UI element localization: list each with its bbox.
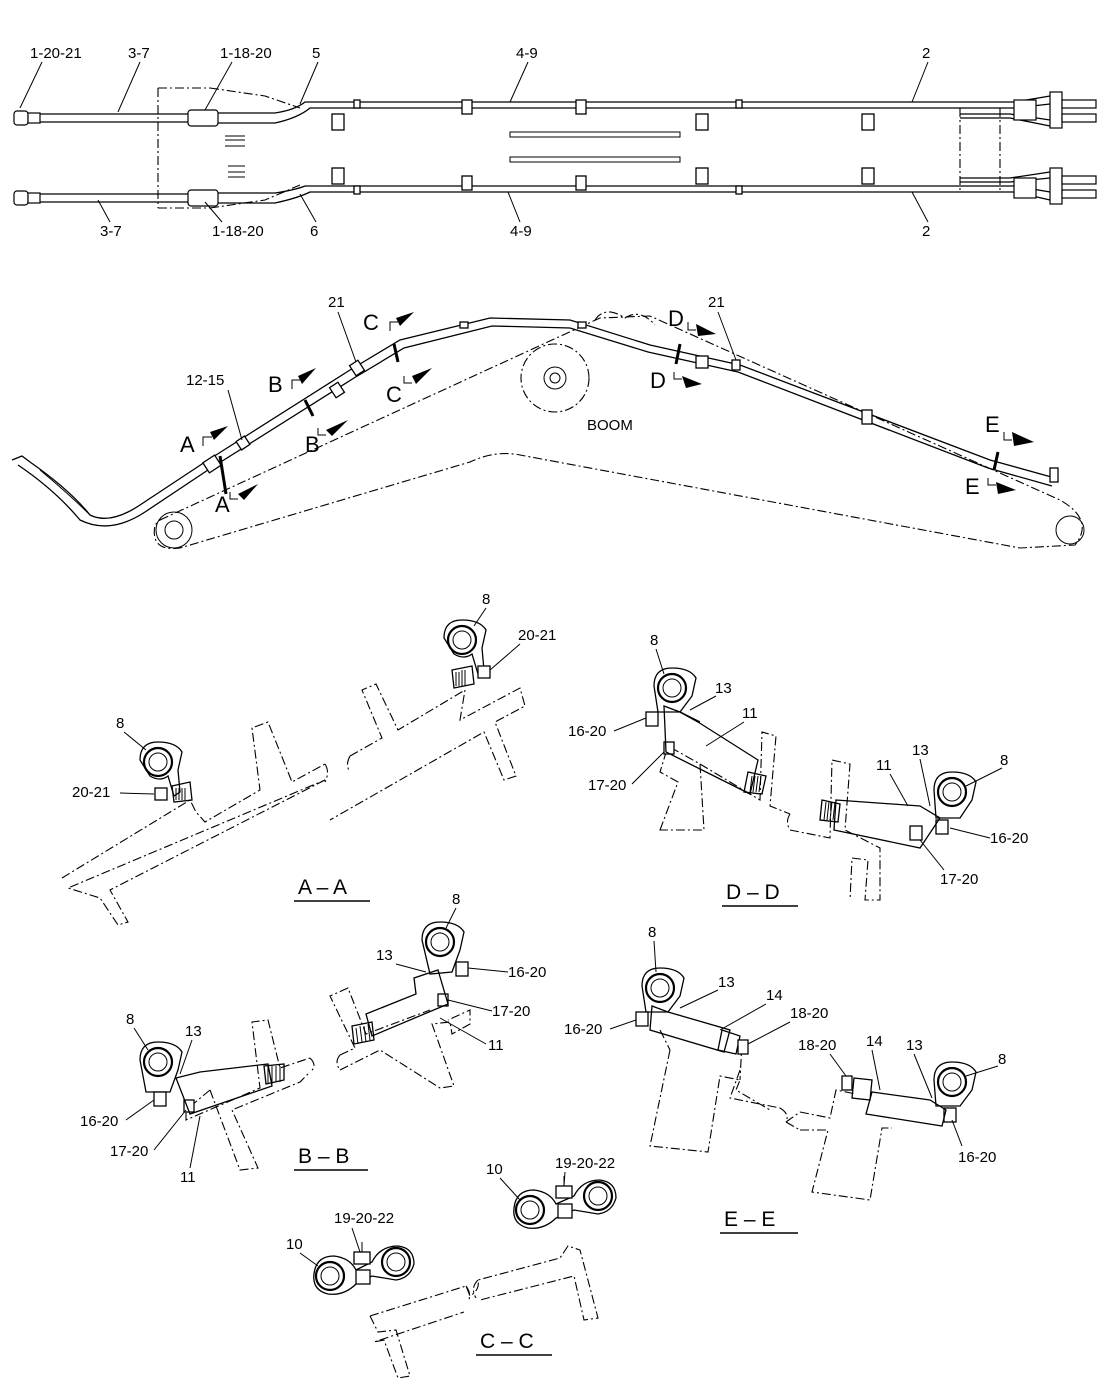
section-marker-d-lower: D: [650, 368, 666, 393]
bb-label-17-20-left: 17-20: [110, 1143, 148, 1160]
cc-label-10-lower: 10: [286, 1236, 303, 1253]
dd-label-13-right: 13: [912, 742, 929, 759]
lower-hose-line: [13, 167, 1097, 207]
bb-label-8-left: 8: [126, 1011, 134, 1028]
bb-label-8-right: 8: [452, 891, 460, 908]
aa-label-20-21-left: 20-21: [72, 784, 110, 801]
dd-label-17-20-left: 17-20: [588, 777, 626, 794]
dd-label-17-20-right: 17-20: [940, 871, 978, 888]
section-marker-b-lower: B: [305, 432, 320, 457]
ee-label-16-20-left: 16-20: [564, 1021, 602, 1038]
ee-label-14-left: 14: [766, 987, 783, 1004]
section-c-c: C – C 10 19-20-22 10 19-20-22: [286, 1155, 617, 1379]
section-c-c-title: C – C: [480, 1330, 534, 1353]
cc-label-10-upper: 10: [486, 1161, 503, 1178]
label-1-18-20-top: 1-18-20: [220, 45, 272, 62]
label-21-left: 21: [328, 294, 345, 311]
ee-label-8-left: 8: [648, 924, 656, 941]
section-marker-a-lower: A: [215, 492, 230, 517]
label-3-7-bottom: 3-7: [100, 223, 122, 240]
section-marker-c-upper: C: [363, 310, 379, 335]
ee-label-18-20-left: 18-20: [790, 1005, 828, 1022]
ee-label-18-20-right: 18-20: [798, 1037, 836, 1054]
label-2-bottom: 2: [922, 223, 930, 240]
section-b-b: B – B 8 13 16-20 17-20 11 8 13 16-20 17-…: [80, 891, 546, 1186]
bb-label-16-20-right: 16-20: [508, 964, 546, 981]
bb-label-13-left: 13: [185, 1023, 202, 1040]
cc-label-19-20-22-upper: 19-20-22: [555, 1155, 615, 1172]
side-view: BOOM A A B B C C: [11, 294, 1085, 550]
bb-label-17-20-right: 17-20: [492, 1003, 530, 1020]
section-e-e: E – E 8 13 14 18-20 16-20 18-20 14 13 8 …: [564, 924, 1006, 1234]
label-4-9-top: 4-9: [516, 45, 538, 62]
ee-label-8-right: 8: [998, 1051, 1006, 1068]
label-21-right: 21: [708, 294, 725, 311]
label-5: 5: [312, 45, 320, 62]
bb-label-11-left: 11: [180, 1169, 196, 1186]
label-6: 6: [310, 223, 318, 240]
aa-label-8-right: 8: [482, 591, 490, 608]
section-e-e-title: E – E: [724, 1208, 775, 1231]
ee-label-13-right: 13: [906, 1037, 923, 1054]
section-marker-a-upper: A: [180, 432, 195, 457]
aa-label-20-21-right: 20-21: [518, 627, 556, 644]
label-1-20-21-top: 1-20-21: [30, 45, 82, 62]
section-marker-c-lower: C: [386, 382, 402, 407]
dd-label-11-left: 11: [742, 705, 758, 722]
label-2-top: 2: [922, 45, 930, 62]
cc-label-19-20-22-lower: 19-20-22: [334, 1210, 394, 1227]
label-3-7-top: 3-7: [128, 45, 150, 62]
dd-label-8-right: 8: [1000, 752, 1008, 769]
ee-label-14-right: 14: [866, 1033, 883, 1050]
upper-hose-line: [13, 91, 1097, 131]
ee-label-13-left: 13: [718, 974, 735, 991]
label-12-15: 12-15: [186, 372, 224, 389]
section-b-b-title: B – B: [298, 1145, 349, 1168]
dd-label-11-right: 11: [876, 757, 892, 774]
dd-label-13-left: 13: [715, 680, 732, 697]
section-a-a-title: A – A: [298, 876, 347, 899]
section-a-a: A – A 8 20-21 8 20-21: [61, 591, 556, 926]
bb-label-11-right: 11: [488, 1037, 504, 1054]
label-4-9-bottom: 4-9: [510, 223, 532, 240]
bb-label-13-right: 13: [376, 947, 393, 964]
top-view: 1-20-21 3-7 1-18-20 5 4-9 2 3-7 1-18-20 …: [13, 45, 1097, 240]
section-marker-d-upper: D: [668, 306, 684, 331]
aa-label-8-left: 8: [116, 715, 124, 732]
section-marker-b-upper: B: [268, 372, 283, 397]
label-1-18-20-bottom: 1-18-20: [212, 223, 264, 240]
boom-label: BOOM: [587, 417, 633, 434]
dd-label-8-left: 8: [650, 632, 658, 649]
section-d-d-title: D – D: [726, 881, 780, 904]
section-marker-e-upper: E: [985, 412, 1000, 437]
section-d-d: D – D 8 13 11 16-20 17-20 13 11 8 16-20 …: [568, 632, 1028, 907]
section-marker-e-lower: E: [965, 474, 980, 499]
bb-label-16-20-left: 16-20: [80, 1113, 118, 1130]
ee-label-16-20-right: 16-20: [958, 1149, 996, 1166]
dd-label-16-20-right: 16-20: [990, 830, 1028, 847]
dd-label-16-20-left: 16-20: [568, 723, 606, 740]
